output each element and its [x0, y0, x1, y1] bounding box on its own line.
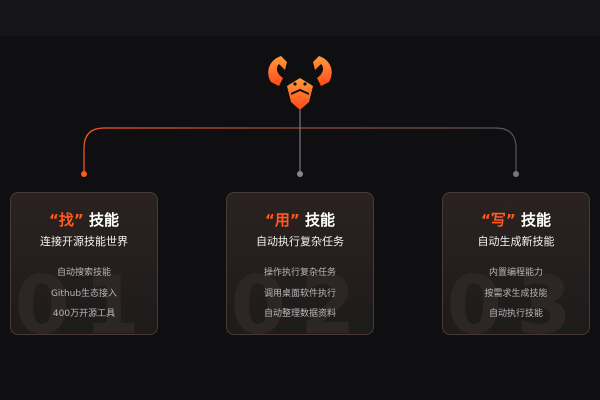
connector-dot-3: [513, 171, 519, 177]
skill-card-write: 03 “写” 技能 自动生成新技能 内置编程能力 按需求生成技能 自动执行技能: [442, 192, 590, 335]
card-subtitle: 自动生成新技能: [477, 235, 555, 248]
card-feature: 自动执行技能: [488, 309, 543, 319]
card-feature-list: 操作执行复杂任务 调用桌面软件执行 自动整理数据资料: [227, 263, 373, 325]
card-feature: Github生态接入: [50, 288, 118, 299]
card-feature: 自动整理数据资料: [263, 309, 336, 319]
skill-card-use: 02 “用” 技能 自动执行复杂任务 操作执行复杂任务 调用桌面软件执行 自动整…: [226, 192, 374, 335]
card-subtitle: 自动执行复杂任务: [256, 235, 344, 248]
card-subtitle: 连接开源技能世界: [40, 235, 128, 248]
card-number: 01: [14, 259, 154, 335]
card-feature: 400万开源工具: [52, 309, 116, 319]
card-feature: 内置编程能力: [488, 268, 543, 278]
card-feature-list: 内置编程能力 按需求生成技能 自动执行技能: [443, 263, 589, 325]
card-title-quote: “写”: [481, 211, 516, 229]
card-title-suffix: 技能: [299, 211, 335, 229]
card-title-suffix: 技能: [83, 211, 119, 229]
card-number: 02: [230, 259, 370, 335]
lobster-logo-icon: [268, 56, 332, 110]
card-feature: 自动搜索技能: [56, 268, 111, 278]
connector-dot-1: [81, 171, 87, 177]
card-number: 03: [446, 259, 586, 335]
card-title: “找” 技能: [11, 209, 157, 230]
card-feature: 操作执行复杂任务: [263, 268, 336, 278]
card-title: “写” 技能: [443, 209, 589, 230]
card-feature-list: 自动搜索技能 Github生态接入 400万开源工具: [11, 263, 157, 325]
card-feature: 调用桌面软件执行: [263, 288, 336, 299]
top-band: [0, 0, 600, 36]
connector-dot-2: [297, 171, 303, 177]
card-feature: 按需求生成技能: [484, 288, 548, 299]
skill-card-find: 01 “找” 技能 连接开源技能世界 自动搜索技能 Github生态接入 400…: [10, 192, 158, 335]
card-title: “用” 技能: [227, 209, 373, 230]
card-title-suffix: 技能: [515, 211, 551, 229]
card-title-quote: “找”: [49, 211, 84, 229]
card-title-quote: “用”: [265, 211, 300, 229]
